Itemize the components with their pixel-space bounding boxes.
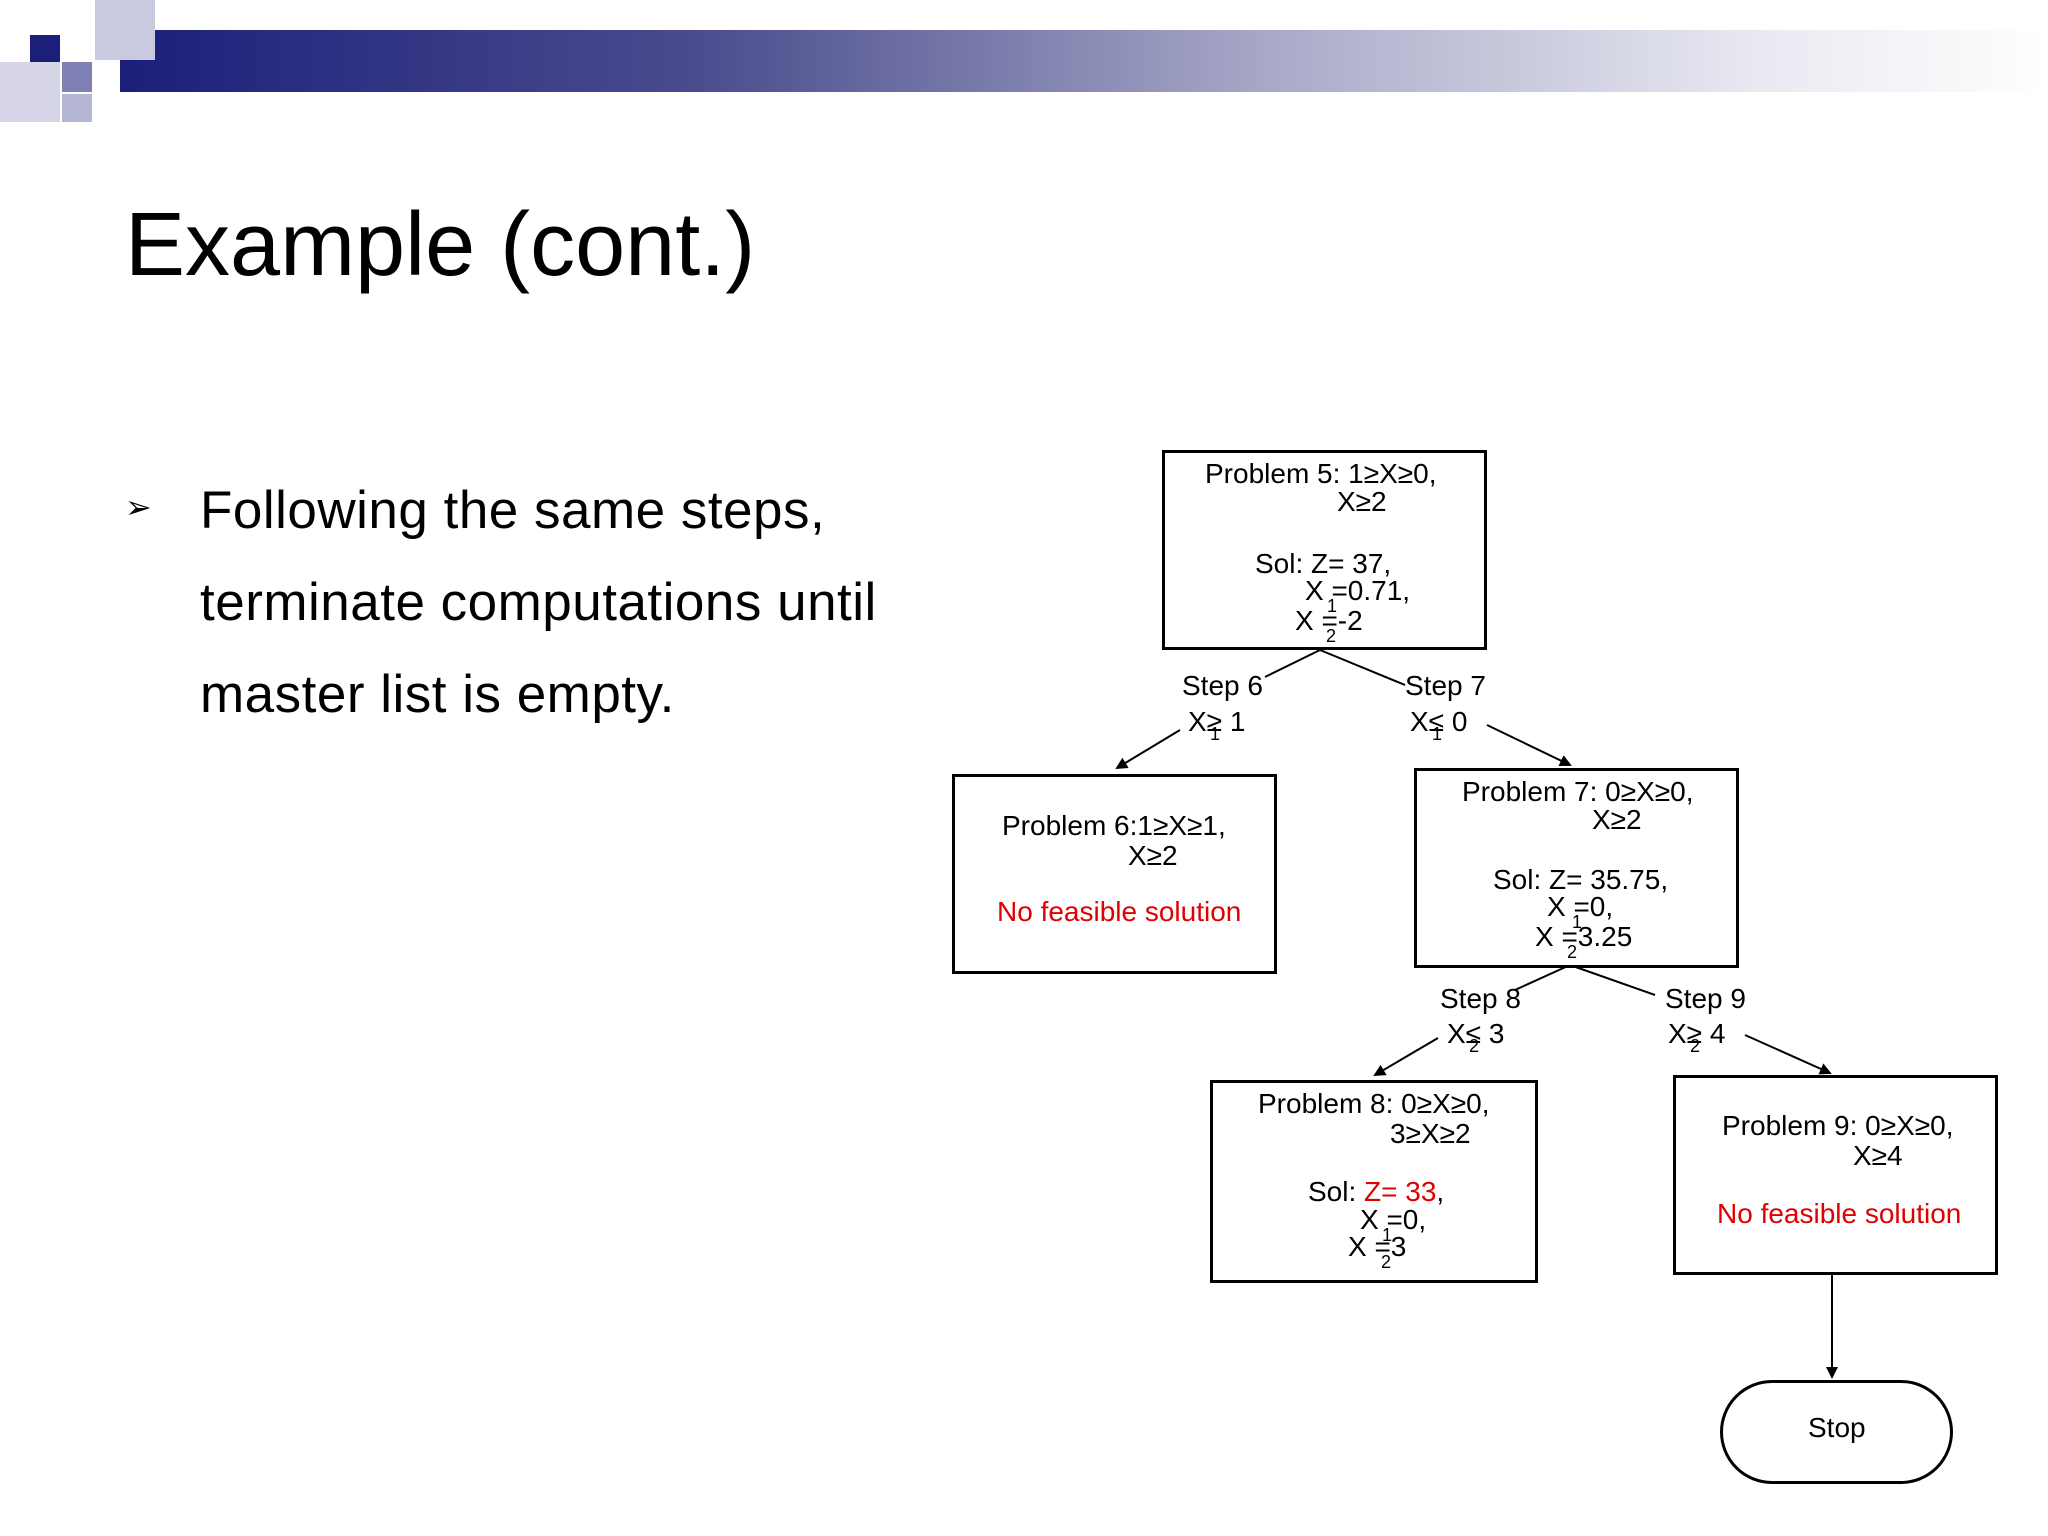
header-gradient-bar [120,30,2048,92]
stop-label: Stop [1808,1412,1866,1443]
edge-step6-p6 [1115,729,1181,770]
header-square-light-2 [0,62,60,122]
problem-8-x2: X =3 [1348,1231,1407,1262]
problem-8-sol-prefix: Sol: [1308,1176,1365,1207]
problem-6-box [952,774,1277,974]
problem-5-x2: X =-2 [1295,605,1363,636]
problem-7-x2-sub: 2 [1567,942,1578,962]
problem-8-sol-suffix: , [1436,1176,1445,1207]
step-8-label: Step 8 [1440,983,1521,1014]
problem-5-x2-sub: 2 [1326,626,1337,646]
problem-6-head: Problem 6:1≥X≥1, [1002,810,1226,841]
header-square-dark [30,35,60,65]
problem-7-head: Problem 7: 0≥X≥0, [1462,776,1694,807]
problem-8-x1: X =0, [1360,1204,1427,1235]
edge-p7-step9 [1569,964,1656,996]
header-square-small [62,94,92,122]
problem-7-box [1414,768,1739,968]
step-8-condition-sub: 2 [1469,1036,1480,1056]
stop-terminal [1720,1380,1953,1484]
edge-step8-p8 [1373,1037,1439,1077]
edge-step7-p7 [1486,724,1572,767]
step-6-label: Step 6 [1182,670,1263,701]
problem-7-line2: X≥2 [1592,804,1642,835]
edge-p7-step8 [1514,964,1571,991]
step-6-condition: X≥ 1 [1188,706,1246,737]
problem-8-head: Problem 8: 0≥X≥0, [1258,1088,1490,1119]
problem-5-head: Problem 5: 1≥X≥0, [1205,458,1437,489]
edge-p5-step6 [1264,649,1321,678]
problem-6-line2: X≥2 [1128,840,1178,871]
problem-7-x2: X =3.25 [1535,921,1633,952]
problem-8-sol-value: Z= 33 [1364,1176,1437,1207]
problem-9-status: No feasible solution [1717,1198,1962,1229]
problem-7-x1: X =0, [1547,891,1614,922]
step-7-condition-sub: 1 [1432,724,1443,744]
problem-7-sol: Sol: Z= 35.75, [1493,864,1669,895]
edge-p5-step7 [1319,649,1406,686]
header-square-light-1 [95,0,155,60]
step-9-condition: X≥ 4 [1668,1018,1726,1049]
step-9-condition-sub: 2 [1690,1036,1701,1056]
edge-step9-p9 [1744,1034,1832,1075]
step-6-condition-sub: 1 [1210,724,1221,744]
problem-6-status: No feasible solution [997,896,1242,927]
bullet-text: Following the same steps, terminate comp… [200,481,877,724]
problem-8-box [1210,1080,1538,1283]
problem-9-line2: X≥4 [1853,1140,1903,1171]
problem-8-x1-sub: 1 [1382,1225,1393,1245]
step-8-condition: X≤ 3 [1447,1018,1505,1049]
header-square-mid [62,62,92,92]
problem-8-line2: 3≥X≥2 [1390,1118,1471,1149]
step-7-condition: X≤ 0 [1410,706,1468,737]
problem-8-sol: Sol: Z= 33, [1308,1178,1444,1206]
step-7-label: Step 7 [1405,670,1486,701]
problem-9-box [1673,1075,1998,1275]
problem-5-sol: Sol: Z= 37, [1255,548,1392,579]
slide-title: Example (cont.) [125,195,756,295]
problem-9-head: Problem 9: 0≥X≥0, [1722,1110,1954,1141]
bullet-arrow-icon: ➢ [125,489,152,525]
problem-5-line2: X≥2 [1337,486,1387,517]
problem-8-x2-sub: 2 [1381,1252,1392,1272]
problem-7-x1-sub: 1 [1572,912,1583,932]
step-9-label: Step 9 [1665,983,1746,1014]
problem-5-x1: X =0.71, [1305,575,1411,606]
problem-5-x1-sub: 1 [1327,596,1338,616]
problem-5-box [1162,450,1487,650]
